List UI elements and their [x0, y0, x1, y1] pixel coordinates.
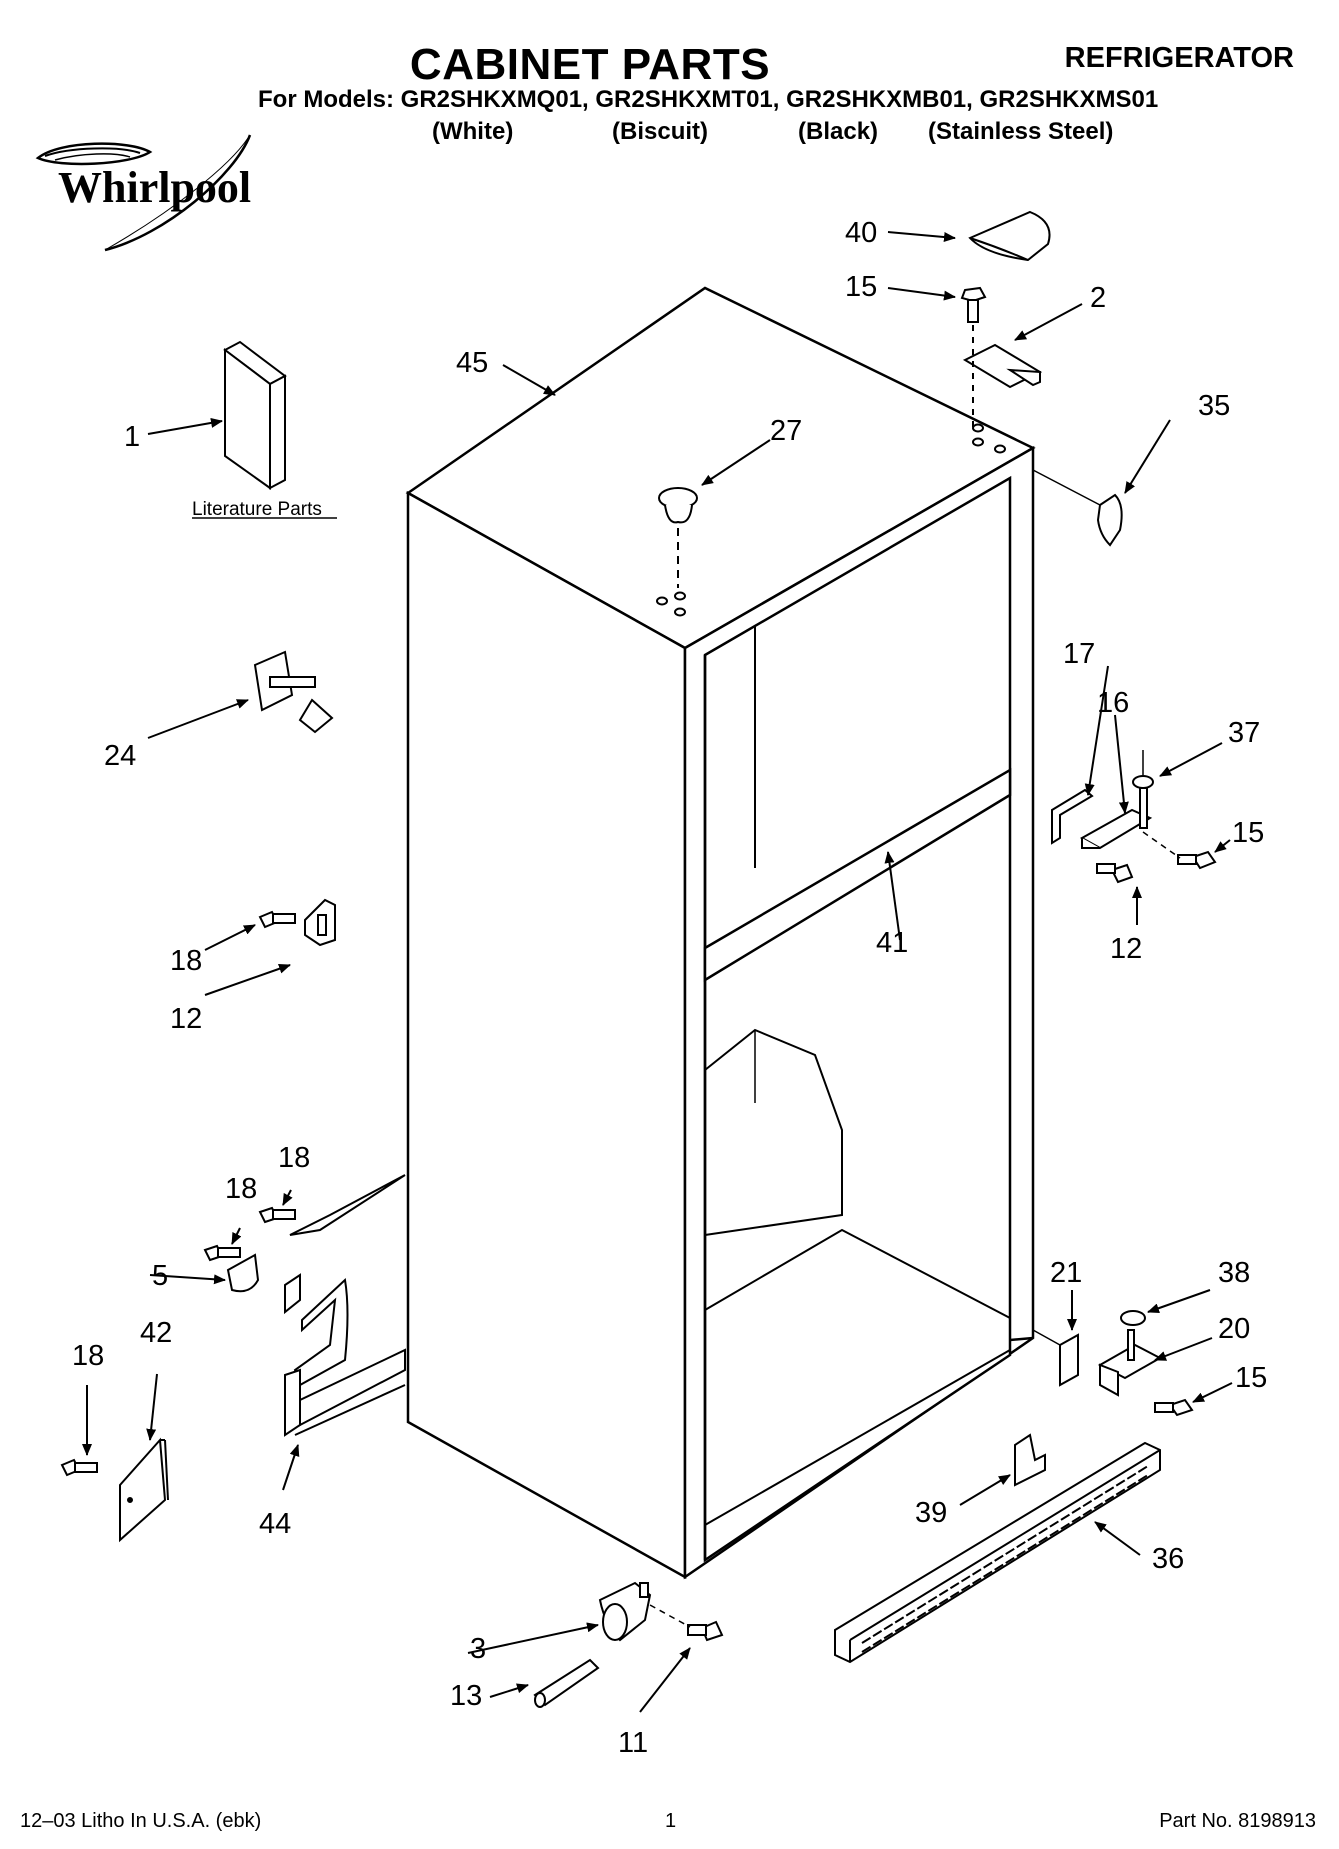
whirlpool-logo-text: Whirlpool — [58, 163, 251, 212]
screw-18-b — [203, 1244, 241, 1262]
callout-13: 13 — [450, 1680, 482, 1712]
callout-40: 40 — [845, 217, 877, 249]
callout-15-lower-hinge: 15 — [1235, 1362, 1267, 1394]
plug-27 — [658, 487, 698, 524]
center-hinge-16 — [1079, 787, 1153, 850]
callout-44: 44 — [259, 1508, 291, 1540]
callout-41: 41 — [876, 927, 908, 959]
cover-42 — [119, 1437, 169, 1543]
shim-21 — [1059, 1333, 1079, 1387]
hinge-5 — [226, 1253, 260, 1293]
lower-hinge-20 — [1097, 1329, 1163, 1397]
callout-36: 36 — [1152, 1543, 1184, 1575]
appliance-type: REFRIGERATOR — [1064, 42, 1294, 74]
callout-18-cover: 18 — [72, 1340, 104, 1372]
callout-39: 39 — [915, 1497, 947, 1529]
grille-36 — [834, 1441, 1161, 1664]
whirlpool-logo: Whirlpool — [35, 134, 252, 252]
callout-3: 3 — [470, 1633, 486, 1665]
footer-part-number: Part No. 8198913 — [1159, 1810, 1316, 1832]
callout-45: 45 — [456, 347, 488, 379]
callout-18-a: 18 — [278, 1142, 310, 1174]
callout-1: 1 — [124, 421, 140, 453]
callout-18-upper: 18 — [170, 945, 202, 977]
roller-3 — [598, 1581, 652, 1642]
callout-15-top: 15 — [845, 271, 877, 303]
literature-parts-label: Literature Parts — [192, 499, 322, 520]
callout-24: 24 — [104, 740, 136, 772]
part-24 — [253, 650, 334, 734]
washer-38 — [1120, 1310, 1146, 1326]
washer-37 — [1132, 775, 1154, 789]
callout-15-right: 15 — [1232, 817, 1264, 849]
callout-12: 12 — [170, 1003, 202, 1035]
pin-13 — [533, 1658, 600, 1708]
callout-11: 11 — [618, 1727, 648, 1759]
screw-15-right — [1177, 850, 1217, 870]
screw-18-cover — [60, 1458, 98, 1477]
callout-21: 21 — [1050, 1257, 1082, 1289]
hinge-cap-40 — [968, 210, 1051, 262]
callout-20: 20 — [1218, 1313, 1250, 1345]
models-line: For Models: GR2SHKXMQ01, GR2SHKXMT01, GR… — [258, 86, 1159, 113]
callout-5: 5 — [152, 1260, 168, 1292]
bracket-12 — [304, 898, 336, 947]
part-35 — [1096, 493, 1123, 547]
screw-11 — [687, 1620, 724, 1642]
screw-18-upper — [258, 910, 296, 929]
literature-parts-book — [223, 340, 287, 490]
refrigerator-cabinet — [405, 286, 1036, 1580]
callout-2: 2 — [1090, 282, 1106, 314]
callout-18-b: 18 — [225, 1173, 257, 1205]
footer-page-number: 1 — [665, 1810, 677, 1832]
variant-white: (White) — [432, 118, 514, 145]
variant-black: (Black) — [798, 118, 879, 145]
screw-15-lower — [1096, 863, 1134, 884]
variant-stainless: (Stainless Steel) — [928, 118, 1114, 145]
clip-39 — [1014, 1433, 1046, 1487]
callout-37: 37 — [1228, 717, 1260, 749]
handle-bracket — [284, 1174, 406, 1437]
callout-16: 16 — [1097, 687, 1129, 719]
callout-17: 17 — [1063, 638, 1095, 670]
cabinet-top-holes — [656, 423, 1006, 617]
variant-biscuit: (Biscuit) — [612, 118, 708, 145]
top-hinge-2 — [962, 343, 1043, 389]
callout-15-lower: 12 — [1110, 933, 1142, 965]
screw-15-lower-hinge — [1154, 1398, 1194, 1417]
page-title: CABINET PARTS — [409, 40, 771, 89]
screw-15-top — [960, 286, 987, 323]
callout-35: 35 — [1198, 390, 1230, 422]
footer-litho: 12–03 Litho In U.S.A. (ebk) — [20, 1810, 262, 1832]
callout-38: 38 — [1218, 1257, 1250, 1289]
callout-27: 27 — [770, 415, 802, 447]
callout-42: 42 — [140, 1317, 172, 1349]
screw-18-a — [258, 1206, 296, 1224]
